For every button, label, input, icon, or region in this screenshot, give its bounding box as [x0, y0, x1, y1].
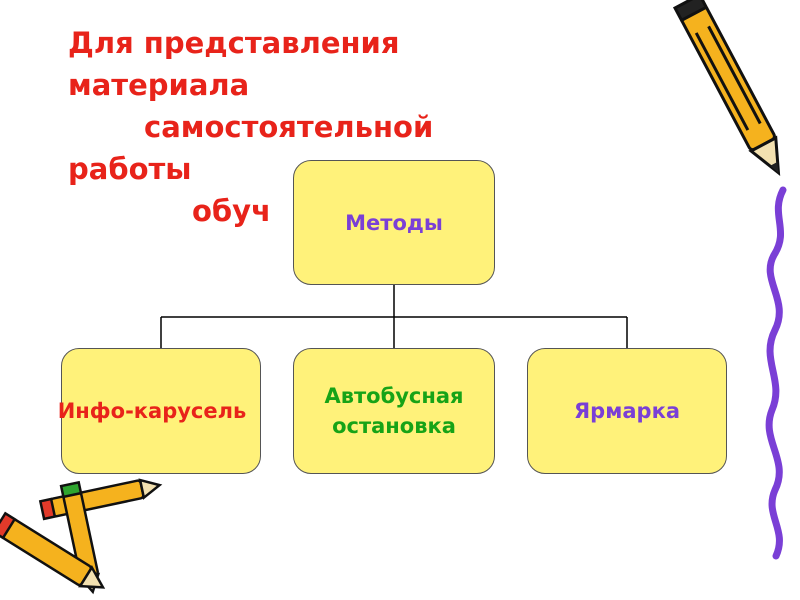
title-line-2: материала [68, 68, 250, 102]
squiggle-line-icon [765, 186, 787, 560]
node-info-carousel-label: Инфо-карусель [57, 399, 247, 423]
node-bus-stop-label: Автобусная остановка [324, 384, 464, 438]
node-fair: Ярмарка [527, 348, 727, 474]
node-bus-stop: Автобусная остановка [293, 348, 495, 474]
slide-title: Для представления материала самостоятель… [68, 22, 538, 232]
pencil-icon [0, 511, 106, 589]
node-methods-label: Методы [345, 210, 443, 235]
title-line-4: работы [68, 152, 192, 186]
node-info-carousel: Инфо-карусель [57, 348, 261, 474]
pencil-icon [38, 478, 163, 521]
pencil-icon [672, 0, 781, 177]
node-methods: Методы [293, 160, 495, 285]
title-line-1: Для представления [68, 26, 400, 60]
title-line-3: самостоятельной [144, 110, 434, 144]
title-line-5: обуч [192, 194, 271, 228]
node-fair-label: Ярмарка [574, 399, 680, 423]
